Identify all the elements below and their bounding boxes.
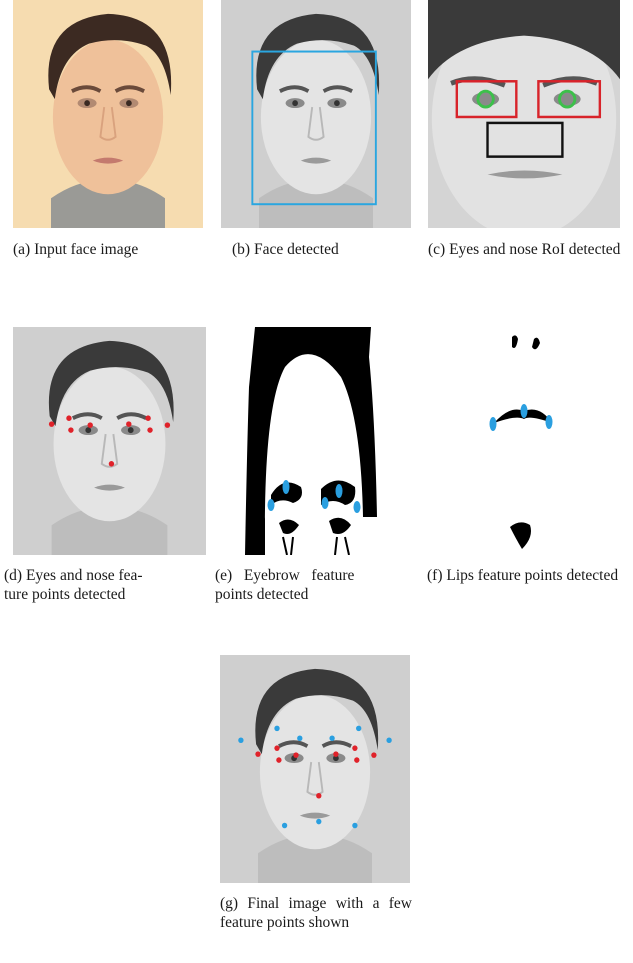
caption-d: (d) Eyes and nose fea- ture points detec… bbox=[4, 566, 209, 604]
caption-e-line-2: points detected bbox=[215, 586, 308, 603]
caption-f: (f) Lips feature points detected bbox=[427, 566, 624, 585]
caption-e-line-1: (e) Eyebrow feature bbox=[215, 567, 354, 584]
caption-g: (g) Final image with a few feature point… bbox=[220, 894, 412, 932]
eyebrow-points-image bbox=[245, 327, 377, 555]
eyes-nose-points-image bbox=[13, 327, 206, 555]
caption-b: (b) Face detected bbox=[232, 240, 412, 259]
face-detected-image bbox=[221, 0, 411, 228]
final-feature-points-image bbox=[220, 655, 410, 883]
caption-e: (e) Eyebrow feature points detected bbox=[215, 566, 410, 604]
input-face-image bbox=[13, 0, 203, 228]
lips-points-image bbox=[460, 327, 590, 555]
caption-d-line-1: (d) Eyes and nose fea- bbox=[4, 567, 143, 584]
eyes-nose-roi-image bbox=[428, 0, 620, 228]
caption-d-line-2: ture points detected bbox=[4, 586, 125, 603]
caption-a: (a) Input face image bbox=[13, 240, 208, 259]
caption-c: (c) Eyes and nose RoI detected bbox=[428, 240, 622, 259]
